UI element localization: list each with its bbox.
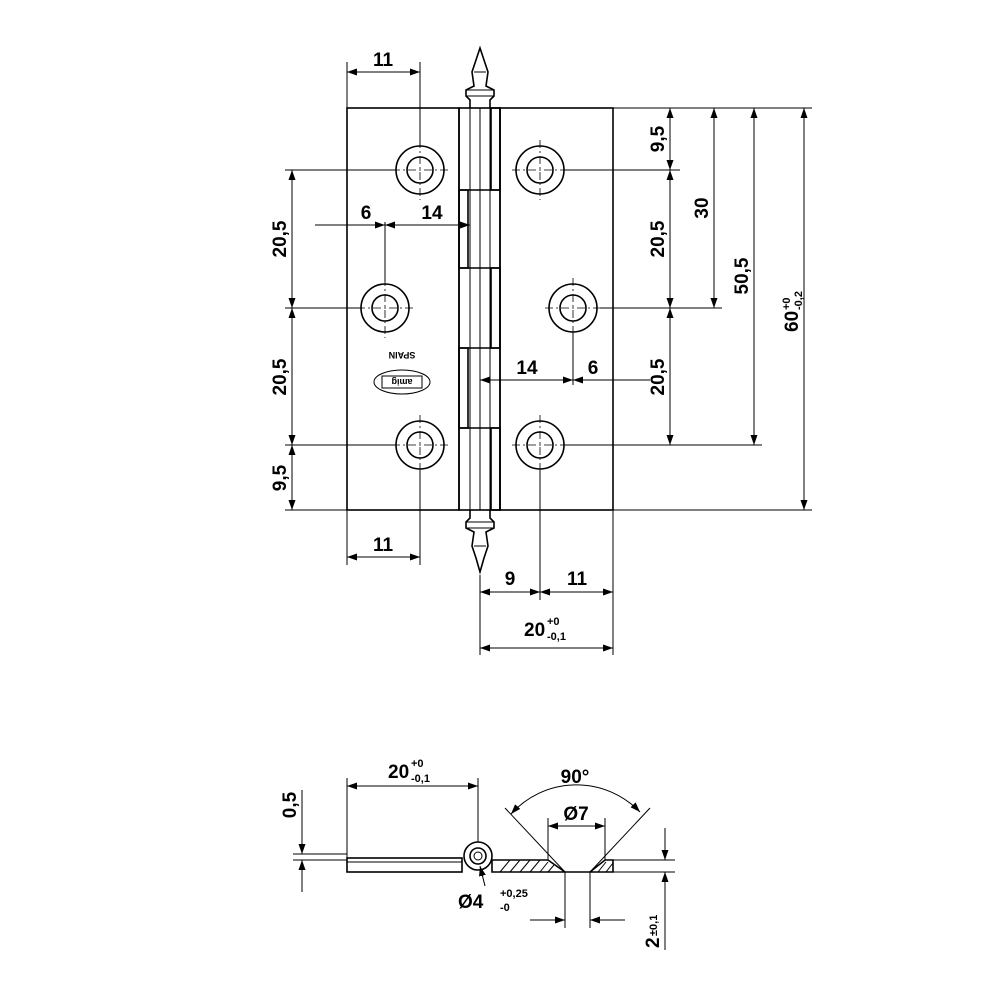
front-view-dimensions: 11 11 20,5 20,5 9,5 6 14 14 6: [270, 50, 812, 655]
dim-mid-hole-right-edge: 6: [588, 358, 599, 379]
dim-overall-height-tol-upper: +0: [781, 297, 793, 310]
dim-section-leaf-width: 20: [388, 762, 409, 783]
dim-right-50-5: 50,5: [732, 257, 753, 294]
section-knuckle-outer: [463, 841, 493, 871]
dim-leaf-width: 20: [524, 620, 545, 641]
dim-section-countersink-dia: Ø7: [563, 804, 588, 825]
section-left-leaf: [346, 857, 463, 873]
dim-leaf-width-tol-lower: -0,1: [547, 631, 566, 643]
left-leaf-outline: [346, 107, 460, 511]
dim-overall-height: 60: [782, 311, 803, 332]
dim-right-lower: 20,5: [648, 358, 669, 395]
manufacturer-logo: amig SPAIN: [373, 350, 431, 395]
dim-section-pin-dia-tol-lower: -0: [500, 902, 510, 914]
bottom-finial: [465, 510, 495, 575]
dim-mid-hole-to-pin-left: 14: [421, 203, 443, 224]
dim-section-leaf-width-tol-lower: -0,1: [411, 773, 430, 785]
dim-section-hole-depth-tol: ±0,1: [648, 915, 660, 936]
dim-overall-height-tol-lower: -0,2: [793, 291, 805, 310]
logo-country-text: SPAIN: [389, 350, 416, 360]
dim-section-thickness: 0,5: [280, 791, 301, 818]
section-view-dimensions: 0,5 20 +0 -0,1 90° Ø7 Ø4 +0,25 -0 2: [280, 758, 669, 950]
dim-left-width-top: 11: [373, 50, 394, 71]
dim-section-pin-dia-tol-upper: +0,25: [500, 888, 528, 900]
hinge-section-view: [293, 841, 675, 873]
dim-bottom-9: 9: [505, 569, 516, 590]
dim-bottom-11: 11: [567, 569, 588, 590]
top-finial: [465, 45, 495, 108]
dim-leaf-width-tol-upper: +0: [547, 616, 560, 628]
dim-mid-hole-to-pin-right: 14: [516, 358, 538, 379]
dim-right-30: 30: [692, 197, 713, 218]
dim-hole-spacing-lower: 20,5: [270, 358, 291, 395]
hole-centre-lines: [357, 140, 601, 475]
hinge-front-view: amig SPAIN: [346, 45, 614, 575]
dim-right-top: 9,5: [648, 125, 669, 152]
dim-hole-spacing-upper: 20,5: [270, 220, 291, 257]
section-right-leaf: [491, 859, 614, 873]
dim-section-hole-depth: 2: [643, 937, 664, 948]
dim-section-leaf-width-tol-upper: +0: [411, 758, 424, 770]
logo-brand-text: amig: [391, 377, 412, 387]
knuckle-barrel: [458, 107, 501, 511]
dim-right-upper: 20,5: [648, 220, 669, 257]
dim-section-angle: 90°: [561, 767, 590, 788]
dim-section-pin-dia: Ø4: [458, 892, 484, 913]
dim-mid-hole-left-edge: 6: [361, 203, 372, 224]
section-pin: [469, 847, 487, 865]
dim-bottom-hole-offset: 9,5: [270, 464, 291, 491]
dim-left-width-bottom: 11: [373, 535, 394, 556]
